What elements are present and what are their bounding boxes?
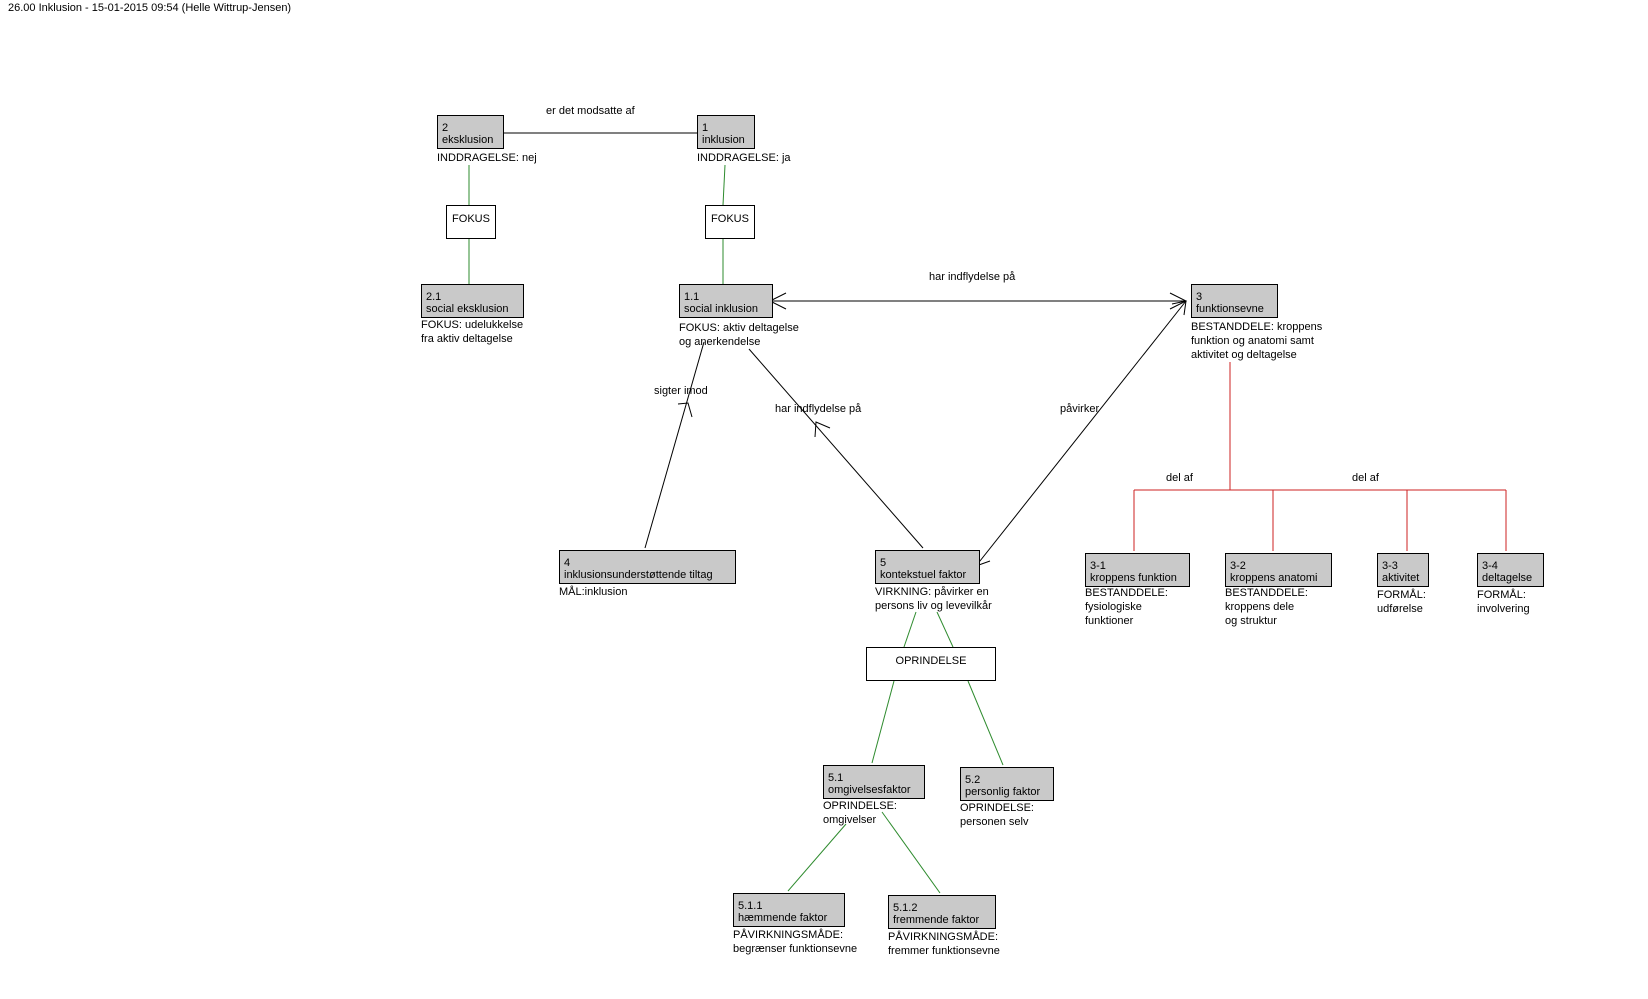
node-attribute: FOKUS: udelukkelse fra aktiv deltagelse bbox=[421, 319, 524, 345]
node-id: 3 bbox=[1196, 291, 1203, 303]
node-name: kontekstuel faktor bbox=[880, 569, 967, 581]
concept-node-social-inklusion[interactable]: 1.1 social inklusion bbox=[679, 284, 773, 318]
node-id: 3-1 bbox=[1090, 560, 1106, 572]
diagram-header: 26.00 Inklusion - 15-01-2015 09:54 (Hell… bbox=[8, 2, 292, 14]
node-name: omgivelsesfaktor bbox=[828, 784, 911, 796]
node-attribute: OPRINDELSE: omgivelser bbox=[823, 800, 897, 826]
concept-node-social-eksklusion[interactable]: 2.1 social eksklusion bbox=[421, 284, 524, 318]
edge-label-indflydelse-mid: har indflydelse på bbox=[775, 403, 862, 415]
arrowhead bbox=[677, 402, 693, 418]
edge-green bbox=[936, 611, 954, 648]
node-attribute: INDDRAGELSE: nej bbox=[437, 152, 537, 164]
node-name: personlig faktor bbox=[965, 786, 1041, 798]
node-attribute: BESTANDDELE: kroppens dele og struktur bbox=[1225, 587, 1308, 627]
qualifier-label: FOKUS bbox=[452, 213, 490, 225]
concept-node-fremmende-faktor[interactable]: 5.1.2 fremmende faktor bbox=[888, 895, 996, 929]
concept-node-inklusion[interactable]: 1 inklusion bbox=[697, 115, 755, 149]
node-name: social eksklusion bbox=[426, 303, 509, 315]
node-attribute: PÅVIRKNINGSMÅDE: begrænser funktionsevne bbox=[733, 929, 858, 955]
node-id: 1.1 bbox=[684, 291, 700, 303]
node-id: 5.1 bbox=[828, 772, 844, 784]
edge-green bbox=[871, 680, 895, 764]
node-id: 2.1 bbox=[426, 291, 442, 303]
concept-node-kroppens-funktion[interactable]: 3-1 kroppens funktion bbox=[1085, 553, 1190, 587]
node-name: funktionsevne bbox=[1196, 303, 1264, 315]
concept-node-funktionsevne[interactable]: 3 funktionsevne bbox=[1191, 284, 1278, 318]
node-name: aktivitet bbox=[1382, 572, 1420, 584]
node-attribute: BESTANDDELE: fysiologiske funktioner bbox=[1085, 587, 1168, 627]
node-name: social inklusion bbox=[684, 303, 758, 315]
node-id: 5.1.2 bbox=[893, 902, 918, 914]
node-id: 5 bbox=[880, 557, 887, 569]
node-id: 3-3 bbox=[1382, 560, 1398, 572]
node-name: kroppens anatomi bbox=[1230, 572, 1318, 584]
arrowhead bbox=[1171, 300, 1187, 316]
qualifier-oprindelse[interactable]: OPRINDELSE bbox=[866, 647, 996, 681]
node-id: 2 bbox=[442, 122, 449, 134]
concept-node-inklusionsunderstoettende-tiltag[interactable]: 4 inklusionsunderstøttende tiltag bbox=[559, 550, 736, 584]
concept-node-personlig-faktor[interactable]: 5.2 personlig faktor bbox=[960, 767, 1054, 801]
node-attribute: BESTANDDELE: kroppens funktion og anatom… bbox=[1191, 321, 1323, 361]
qualifier-fokus-right[interactable]: FOKUS bbox=[705, 205, 755, 239]
qualifier-label: FOKUS bbox=[711, 213, 749, 225]
concept-node-eksklusion[interactable]: 2 eksklusion bbox=[437, 115, 504, 149]
edge-label-sigter: sigter imod bbox=[654, 385, 708, 397]
node-attribute: PÅVIRKNINGSMÅDE: fremmer funktionsevne bbox=[888, 931, 1000, 957]
edge-green bbox=[787, 823, 847, 892]
edge-green bbox=[722, 164, 726, 206]
qualifier-label: OPRINDELSE bbox=[895, 655, 967, 667]
edge-label-delaf-right: del af bbox=[1352, 472, 1379, 484]
node-name: deltagelse bbox=[1482, 572, 1533, 584]
edge-paavirker bbox=[975, 300, 1187, 567]
edge-indflydelse-mid bbox=[748, 348, 924, 549]
node-attribute: INDDRAGELSE: ja bbox=[697, 152, 791, 164]
node-attribute: MÅL:inklusion bbox=[559, 586, 628, 598]
edge-sigter bbox=[644, 341, 705, 549]
node-name: kroppens funktion bbox=[1090, 572, 1177, 584]
node-attribute: FORMÅL: udførelse bbox=[1377, 589, 1426, 615]
node-attribute: FORMÅL: involvering bbox=[1477, 589, 1530, 615]
node-name: eksklusion bbox=[442, 134, 494, 146]
concept-node-kontekstuel-faktor[interactable]: 5 kontekstuel faktor bbox=[875, 550, 980, 584]
concept-node-aktivitet[interactable]: 3-3 aktivitet bbox=[1377, 553, 1429, 587]
edge-label-delaf-left: del af bbox=[1166, 472, 1193, 484]
node-attribute: VIRKNING: påvirker en persons liv og lev… bbox=[875, 586, 992, 612]
node-id: 1 bbox=[702, 122, 709, 134]
concept-node-omgivelsesfaktor[interactable]: 5.1 omgivelsesfaktor bbox=[823, 765, 925, 799]
edge-label-indflydelse-top: har indflydelse på bbox=[929, 271, 1016, 283]
concept-node-deltagelse[interactable]: 3-4 deltagelse bbox=[1477, 553, 1544, 587]
edge-label-paavirker: påvirker bbox=[1060, 403, 1100, 415]
node-id: 5.2 bbox=[965, 774, 981, 786]
qualifier-fokus-left[interactable]: FOKUS bbox=[446, 205, 496, 239]
edge-label-modsatte: er det modsatte af bbox=[546, 105, 635, 117]
concept-node-haemmende-faktor[interactable]: 5.1.1 hæmmende faktor bbox=[733, 893, 845, 927]
node-attribute: OPRINDELSE: personen selv bbox=[960, 802, 1034, 828]
edge-green bbox=[903, 611, 917, 648]
node-id: 3-4 bbox=[1482, 560, 1498, 572]
edge-green bbox=[967, 680, 1004, 766]
concept-node-kroppens-anatomi[interactable]: 3-2 kroppens anatomi bbox=[1225, 553, 1332, 587]
arrowhead bbox=[814, 421, 831, 438]
node-name: hæmmende faktor bbox=[738, 912, 828, 924]
node-attribute: FOKUS: aktiv deltagelse og anerkendelse bbox=[679, 322, 799, 348]
node-id: 5.1.1 bbox=[738, 900, 763, 912]
edge-green bbox=[881, 811, 941, 894]
node-name: inklusionsunderstøttende tiltag bbox=[564, 569, 713, 581]
node-id: 4 bbox=[564, 557, 571, 569]
node-name: inklusion bbox=[702, 134, 745, 146]
node-name: fremmende faktor bbox=[893, 914, 980, 926]
node-id: 3-2 bbox=[1230, 560, 1246, 572]
